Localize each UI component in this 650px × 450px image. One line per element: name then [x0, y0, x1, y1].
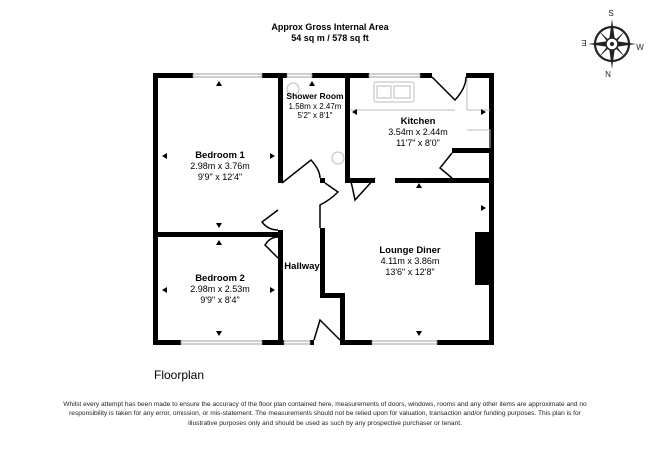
room-metric: 3.54m x 2.44m — [388, 127, 448, 137]
room-hallway: Hallway — [284, 261, 320, 272]
room-imperial: 13'6" x 12'8" — [385, 267, 435, 277]
room-metric: 1.58m x 2.47m — [288, 101, 342, 111]
area-title: Approx Gross Internal Area — [271, 22, 389, 32]
room-metric: 4.11m x 3.86m — [380, 256, 440, 266]
room-name: Shower Room — [286, 91, 344, 101]
room-kitchen: Kitchen 3.54m x 2.44m 11'7" x 8'0" — [373, 116, 463, 149]
doors — [260, 76, 467, 341]
fixtures — [286, 78, 491, 165]
room-lounge-diner: Lounge Diner 4.11m x 3.86m 13'6" x 12'8" — [360, 245, 460, 278]
gross-internal-area: Approx Gross Internal Area 54 sq m / 578… — [230, 22, 430, 44]
room-imperial: 9'9" x 8'4" — [200, 295, 240, 305]
compass-rose-icon: S E W N — [581, 9, 644, 78]
room-name: Kitchen — [400, 116, 436, 127]
area-value: 54 sq m / 578 sq ft — [291, 33, 369, 43]
room-metric: 2.98m x 3.76m — [190, 161, 250, 171]
svg-text:E: E — [581, 38, 586, 47]
svg-text:N: N — [605, 70, 611, 78]
room-imperial: 5'2" x 8'1" — [297, 111, 333, 120]
room-metric: 2.98m x 2.53m — [190, 284, 250, 294]
floorplan-drawing — [153, 73, 494, 345]
walls — [153, 73, 494, 345]
room-name: Lounge Diner — [379, 245, 441, 256]
svg-text:W: W — [636, 43, 644, 52]
disclaimer-text: Whilst every attempt has been made to en… — [63, 401, 587, 427]
room-shower-room: Shower Room 1.58m x 2.47m 5'2" x 8'1" — [284, 91, 346, 121]
room-bedroom-2: Bedroom 2 2.98m x 2.53m 9'9" x 8'4" — [175, 273, 265, 306]
room-name: Hallway — [284, 261, 320, 272]
compass-s-label: S — [608, 9, 613, 18]
room-bedroom-1: Bedroom 1 2.98m x 3.76m 9'9" x 12'4" — [175, 150, 265, 183]
windows — [180, 73, 438, 345]
room-imperial: 11'7" x 8'0" — [396, 138, 440, 148]
dimension-arrows — [162, 81, 486, 336]
room-name: Bedroom 1 — [195, 150, 245, 161]
room-imperial: 9'9" x 12'4" — [197, 172, 243, 182]
room-name: Bedroom 2 — [195, 273, 245, 284]
floorplan-label: Floorplan — [154, 368, 205, 382]
